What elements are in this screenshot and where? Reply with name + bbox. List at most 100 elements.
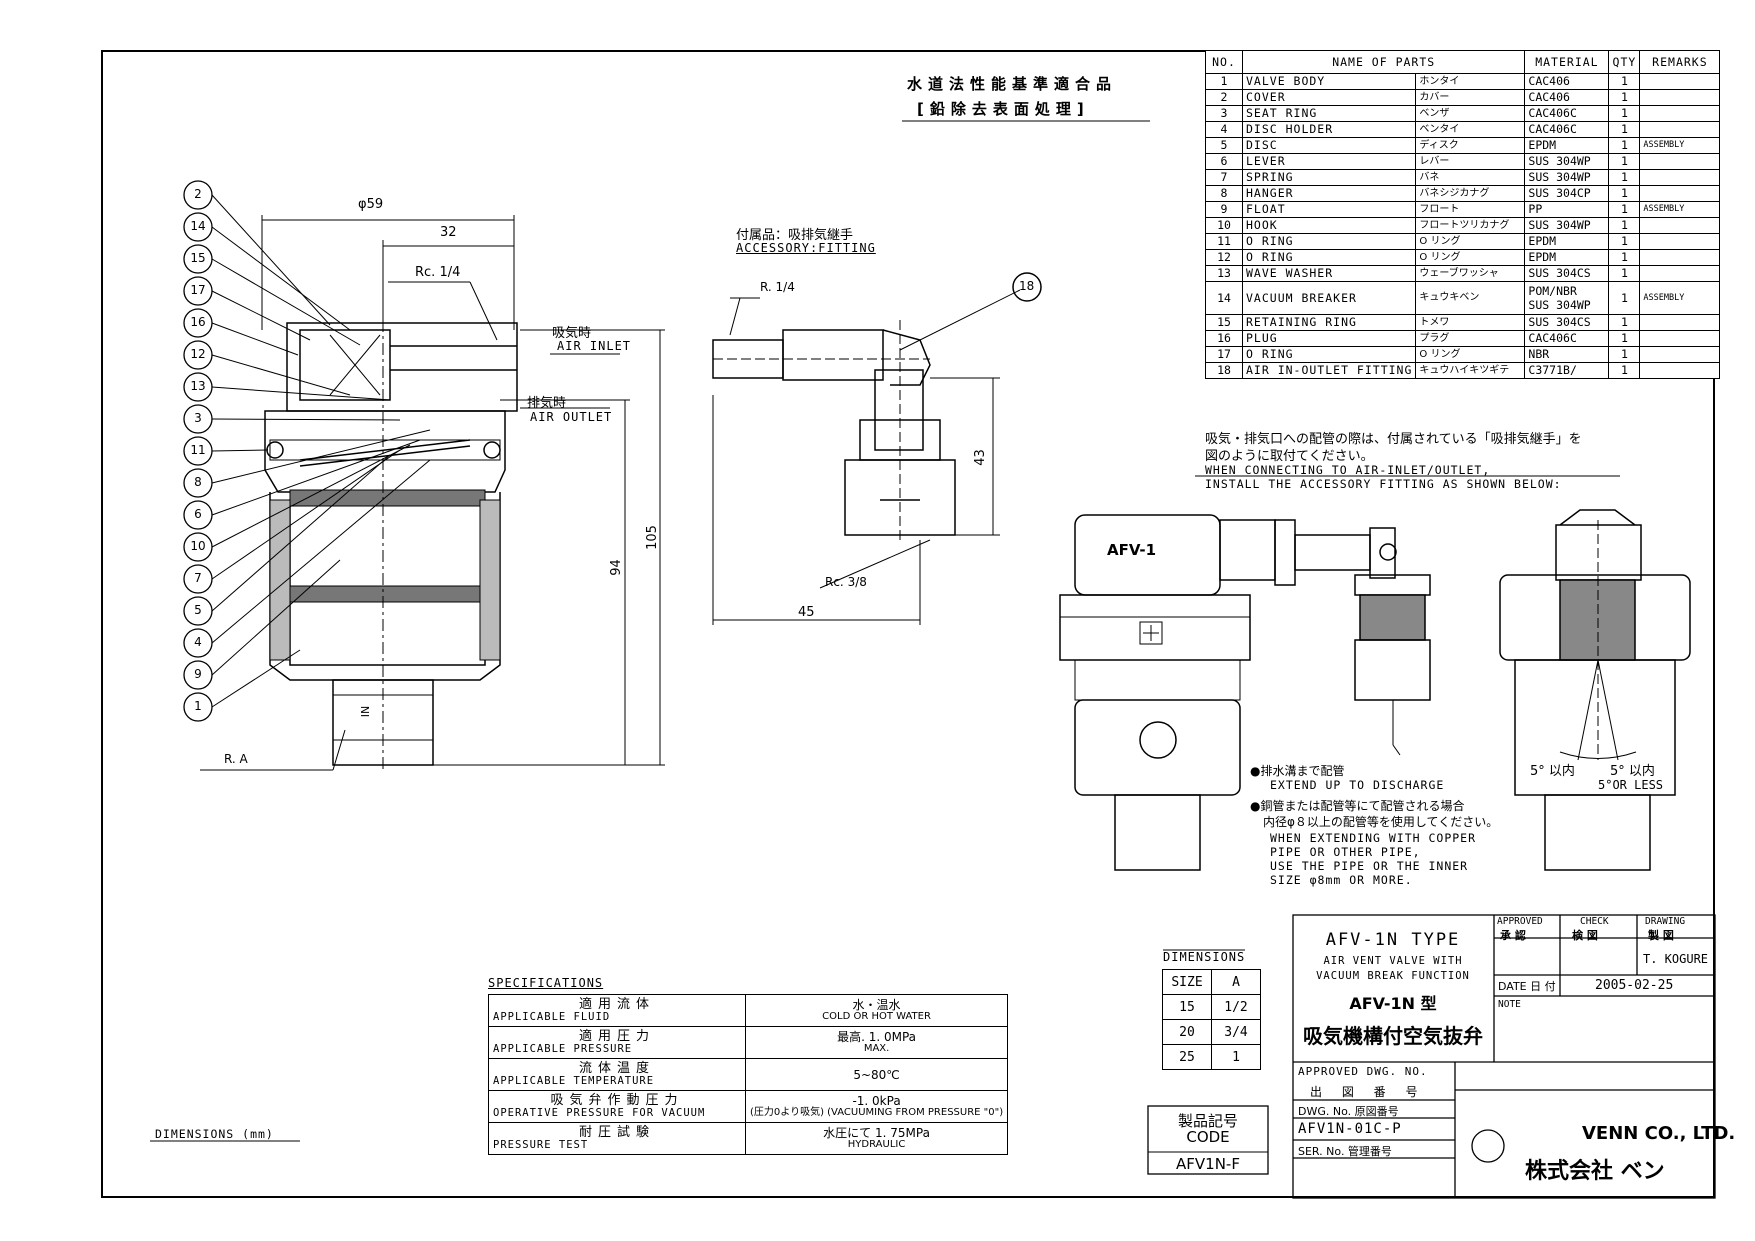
part-remarks [1639, 105, 1721, 122]
drawer-name: T. KOGURE [1643, 952, 1709, 966]
angle-en: 5°OR LESS [1598, 778, 1664, 792]
drawing-jp: 製 図 [1648, 929, 1674, 942]
inlet-jp: 吸気時 [552, 326, 592, 341]
part-name: VACUUM BREAKER [1241, 281, 1417, 315]
spec-value-sub: MAX. [863, 1042, 890, 1054]
col-qty: QTY [1608, 50, 1641, 74]
part-remarks [1639, 121, 1721, 138]
part-name: FLOAT [1241, 201, 1417, 218]
part-qty: 1 [1608, 169, 1641, 186]
pipe-note-jp1: ●銅管または配管等にて配管される場合 [1250, 799, 1465, 813]
assembly-side-view [1499, 509, 1691, 871]
part-remarks [1639, 89, 1721, 106]
part-name-jp: フロート [1415, 201, 1526, 218]
outlet-jp: 排気時 [527, 396, 567, 411]
part-qty: 1 [1608, 233, 1641, 250]
col-remarks: REMARKS [1639, 50, 1721, 74]
date-value: 2005-02-25 [1595, 978, 1674, 993]
dims-size: 15 [1162, 994, 1212, 1020]
fitting-title-en: ACCESSORY:FITTING [736, 241, 876, 255]
part-no: 4 [1205, 121, 1243, 138]
dim-43: 43 [972, 449, 988, 466]
lead-free-note: [鉛除去表面処理] [917, 100, 1090, 118]
part-name-jp: バネシジカナグ [1415, 185, 1526, 202]
part-name-jp: ウェーブワッシャ [1415, 265, 1526, 282]
part-name-jp: ホンタイ [1415, 73, 1526, 90]
part-material-line: SUS 304WP [1528, 298, 1591, 312]
part-no: 16 [1205, 330, 1243, 347]
dims-a: 3/4 [1211, 1019, 1261, 1045]
part-remarks [1639, 185, 1721, 202]
part-balloon: 8 [194, 475, 202, 489]
date-label: DATE 日 付 [1498, 980, 1556, 993]
part-remarks [1639, 169, 1721, 186]
part-material: SUS 304CS [1524, 314, 1610, 331]
part-material: SUS 304WP [1524, 169, 1610, 186]
part-no: 15 [1205, 314, 1243, 331]
dims-size: 25 [1162, 1044, 1212, 1070]
check-jp: 検 図 [1572, 929, 1598, 942]
pipe-note-en3: USE THE PIPE OR THE INNER [1270, 859, 1469, 873]
in-mark: IN [359, 705, 373, 718]
spec-label-en: OPERATIVE PRESSURE FOR VACUUM [493, 1106, 706, 1119]
part-remarks [1639, 217, 1721, 234]
company-en: VENN CO., LTD. [1582, 1123, 1736, 1144]
part-no: 13 [1205, 265, 1243, 282]
dimensions-unit-note: DIMENSIONS (mm) [155, 1127, 274, 1141]
dims-col-a: A [1211, 969, 1261, 995]
part-name-jp: ディスク [1415, 137, 1526, 154]
part-remarks: ASSEMBLY [1639, 281, 1721, 315]
part-balloon: 14 [190, 219, 206, 233]
part-qty: 1 [1608, 281, 1641, 315]
part-material: NBR [1524, 346, 1610, 363]
part-name: RETAINING RING [1241, 314, 1417, 331]
part-balloon: 15 [190, 251, 206, 265]
part-qty: 1 [1608, 73, 1641, 90]
part-qty: 1 [1608, 121, 1641, 138]
part-qty: 1 [1608, 137, 1641, 154]
part-name: O RING [1241, 233, 1417, 250]
part-material: CAC406C [1524, 105, 1610, 122]
part-no: 5 [1205, 137, 1243, 154]
spec-value-sub: HYDRAULIC [847, 1138, 906, 1150]
connect-note-jp1: 吸気・排気口への配管の際は、付属されている「吸排気継手」を [1205, 432, 1582, 447]
pipe-note-en4: SIZE φ8mm OR MORE. [1270, 873, 1413, 887]
part-remarks [1639, 153, 1721, 170]
part-no: 1 [1205, 73, 1243, 90]
spec-value-main: -1. 0kPa [852, 1093, 901, 1108]
part-name-jp: プラグ [1415, 330, 1526, 347]
parts-table: NO. NAME OF PARTS MATERIAL QTY REMARKS 1… [1205, 50, 1721, 379]
part-no: 10 [1205, 217, 1243, 234]
part-name-jp: レバー [1415, 153, 1526, 170]
part-no: 12 [1205, 249, 1243, 266]
spec-value-sub: (圧力0より吸気) (VACUUMING FROM PRESSURE "0") [750, 1106, 1004, 1118]
approved-en: APPROVED [1497, 916, 1543, 927]
dims-a: 1/2 [1211, 994, 1261, 1020]
spec-label-en: APPLICABLE TEMPERATURE [493, 1074, 655, 1087]
name-jp: 吸気機構付空気抜弁 [1303, 1024, 1483, 1048]
part-balloon: 3 [194, 411, 202, 425]
col-name: NAME OF PARTS [1241, 50, 1526, 74]
part-material: EPDM [1524, 249, 1610, 266]
part-material: CAC406C [1524, 121, 1610, 138]
part-no: 6 [1205, 153, 1243, 170]
spec-label-jp: 耐圧試験 [578, 1124, 655, 1140]
